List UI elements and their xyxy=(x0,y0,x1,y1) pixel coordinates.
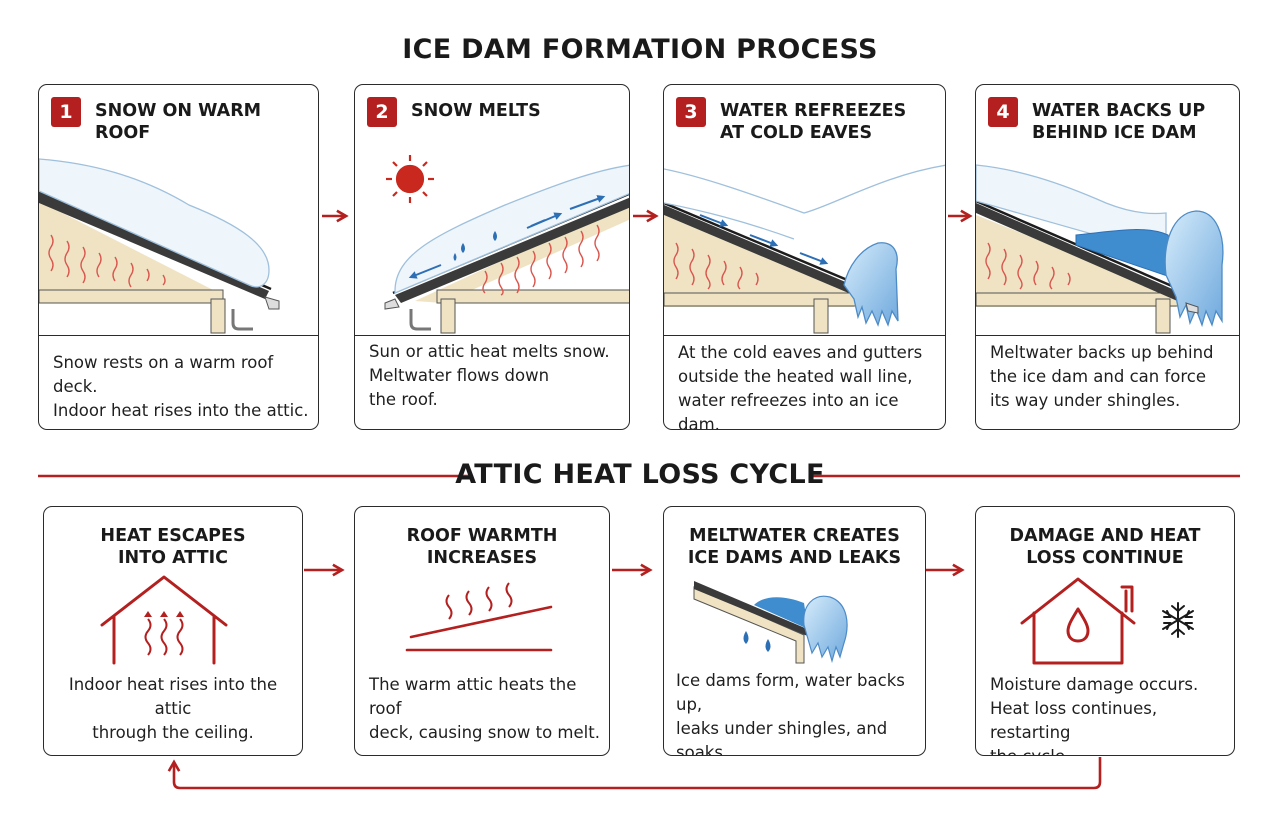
step-title: WATER REFREEZES AT COLD EAVES xyxy=(720,101,907,143)
step-header: 4 WATER BACKS UP BEHIND ICE DAM xyxy=(988,97,1205,144)
ice-dam-leak-icon xyxy=(693,581,848,664)
step-title: SNOW MELTS xyxy=(411,101,541,121)
cycle-description: The warm attic heats the roof deck, caus… xyxy=(369,675,600,742)
divider xyxy=(976,335,1239,336)
cycle-card-3: MELTWATER CREATES ICE DAMS AND LEAKS Ice… xyxy=(663,506,926,756)
step-header: 3 WATER REFREEZES AT COLD EAVES xyxy=(676,97,906,144)
cycle-title-text: MELTWATER CREATES ICE DAMS AND LEAKS xyxy=(687,526,902,568)
step-card-4: 4 WATER BACKS UP BEHIND ICE DAM Meltwate… xyxy=(975,84,1240,430)
divider xyxy=(355,335,629,336)
cycle-description: Moisture damage occurs. Heat loss contin… xyxy=(990,675,1199,755)
step-number-badge: 3 xyxy=(676,97,706,127)
cycle-return-arrow xyxy=(167,757,1102,790)
divider xyxy=(39,335,318,336)
step-header: 1 SNOW ON WARM ROOF xyxy=(51,97,318,144)
cycle-description: Ice dams form, water backs up, leaks und… xyxy=(676,671,905,756)
cycle-card-2: ROOF WARMTH INCREASES The warm attic hea… xyxy=(354,506,610,756)
step-description: Sun or attic heat melts snow. Meltwater … xyxy=(369,342,610,409)
step-card-2: 2 SNOW MELTS Sun or attic heat melts sno… xyxy=(354,84,630,430)
step-description: At the cold eaves and gutters outside th… xyxy=(678,343,923,430)
step-card-1: 1 SNOW ON WARM ROOF Snow rests on a warm… xyxy=(38,84,319,430)
snow-melts-illustration xyxy=(384,155,629,334)
cycle-card-1: HEAT ESCAPES INTO ATTIC Indoor heat rise… xyxy=(43,506,303,756)
step-header: 2 SNOW MELTS xyxy=(367,97,541,127)
water-backs-up-illustration xyxy=(976,164,1224,334)
house-heat-icon xyxy=(100,575,228,665)
house-moisture-icon xyxy=(1020,577,1194,665)
step-number-badge: 4 xyxy=(988,97,1018,127)
cycle-title: ATTIC HEAT LOSS CYCLE xyxy=(455,459,825,490)
snowflake-icon xyxy=(1162,602,1194,638)
main-title: ICE DAM FORMATION PROCESS xyxy=(402,34,878,65)
cycle-title-text: ROOF WARMTH INCREASES xyxy=(406,526,558,568)
step-description: Meltwater backs up behind the ice dam an… xyxy=(990,343,1214,410)
water-refreezes-illustration xyxy=(664,164,945,334)
sun-icon xyxy=(386,155,434,203)
warm-roof-icon xyxy=(405,582,553,652)
step-description: Snow rests on a warm roof deck. Indoor h… xyxy=(53,353,309,420)
snow-on-warm-roof-illustration xyxy=(39,158,280,334)
cycle-title-text: DAMAGE AND HEAT LOSS CONTINUE xyxy=(1009,526,1201,568)
divider xyxy=(664,335,945,336)
step-title: SNOW ON WARM ROOF xyxy=(95,101,262,143)
step-number-badge: 1 xyxy=(51,97,81,127)
step-title: WATER BACKS UP BEHIND ICE DAM xyxy=(1032,101,1206,143)
step-card-3: 3 WATER REFREEZES AT COLD EAVES At the c… xyxy=(663,84,946,430)
cycle-card-4: DAMAGE AND HEAT LOSS CONTINUE Moisture d… xyxy=(975,506,1235,756)
cycle-description: Indoor heat rises into the attic through… xyxy=(68,675,278,742)
step-number-badge: 2 xyxy=(367,97,397,127)
cycle-title-text: HEAT ESCAPES INTO ATTIC xyxy=(100,526,246,568)
